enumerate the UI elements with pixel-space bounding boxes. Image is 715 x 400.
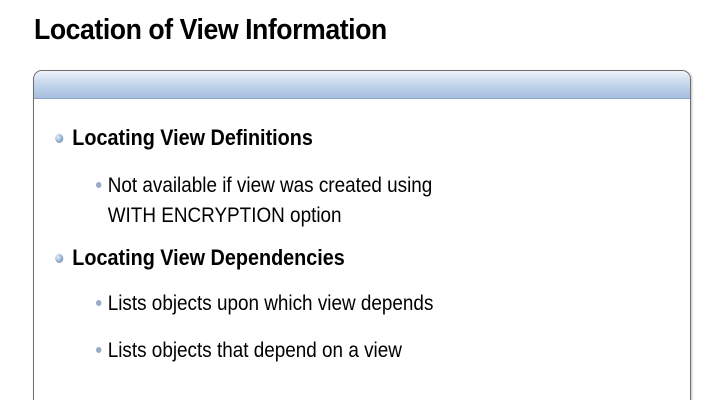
sphere-bullet-icon [55,134,64,143]
sphere-bullet-icon [55,254,64,263]
sub-bullet-text: Lists objects that depend on a view [107,339,402,362]
content-header-bar [34,71,690,99]
dot-bullet-icon [96,300,102,306]
sub-bullet-text: Lists objects upon which view depends [107,292,434,315]
sub-bullet-text-line1: Not available if view was created using [107,174,433,197]
bullet-label: Locating View Definitions [72,125,313,150]
content-box [33,70,691,400]
bullet-label: Locating View Dependencies [72,245,345,270]
dot-bullet-icon [96,347,102,353]
sub-bullet-text-line2: WITH ENCRYPTION option [107,204,342,227]
dot-bullet-icon [96,182,102,188]
slide-title: Location of View Information [34,14,387,46]
